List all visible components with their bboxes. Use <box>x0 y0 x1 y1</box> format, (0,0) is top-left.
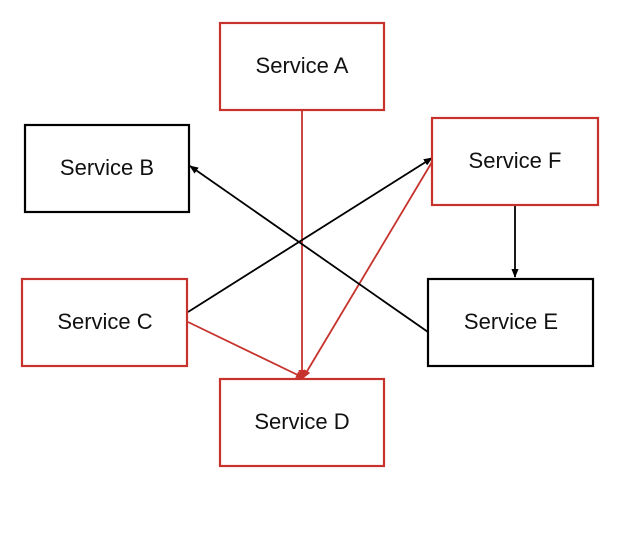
edge-service-f-to-service-d <box>302 161 433 379</box>
node-service-f: Service F <box>430 116 600 207</box>
node-service-d: Service D <box>218 377 386 468</box>
node-service-c-label: Service C <box>57 309 152 334</box>
node-service-c: Service C <box>20 277 189 368</box>
node-service-d-box <box>218 377 386 468</box>
edge-service-c-to-service-f <box>187 157 433 313</box>
node-service-b: Service B <box>23 123 191 214</box>
node-service-f-box <box>430 116 600 207</box>
node-service-a-box <box>218 21 386 112</box>
node-service-c-box <box>20 277 189 368</box>
node-service-a-label: Service A <box>256 53 349 78</box>
node-service-d-label: Service D <box>254 409 349 434</box>
node-service-b-box <box>23 123 191 214</box>
node-service-e-box <box>426 277 595 368</box>
node-service-e-label: Service E <box>464 309 558 334</box>
nodes-layer: Service A Service B Service F Service C … <box>20 21 600 468</box>
edges-layer <box>187 110 519 379</box>
node-service-b-label: Service B <box>60 155 154 180</box>
node-service-f-label: Service F <box>469 148 562 173</box>
node-service-a: Service A <box>218 21 386 112</box>
edge-service-e-to-service-b <box>189 165 429 333</box>
node-service-e: Service E <box>426 277 595 368</box>
edge-service-c-to-service-d <box>187 321 305 379</box>
